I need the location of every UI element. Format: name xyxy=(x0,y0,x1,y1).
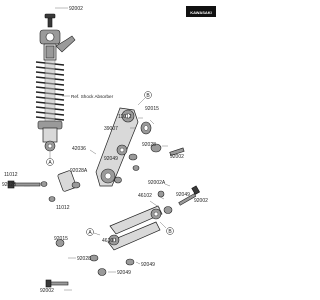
callout-a-upper: A xyxy=(46,151,54,166)
callout-b-lower: B xyxy=(159,221,174,235)
label-seal-a: 92028 xyxy=(142,142,156,148)
diagram-canvas: KAWASAKI A xyxy=(2,6,216,294)
label-collar-left: 92028A xyxy=(70,168,88,174)
tie-rod-plate-upper xyxy=(109,205,163,235)
bottom-bolt xyxy=(49,281,69,286)
shock-lower-body xyxy=(42,127,58,143)
callout-b-upper: B xyxy=(137,91,152,106)
reservoir-hose xyxy=(55,35,76,53)
svg-text:A: A xyxy=(88,230,92,236)
right-seal xyxy=(150,143,162,153)
label-pivot-collar: 42036 xyxy=(72,146,86,152)
label-washer-left: 92028 xyxy=(2,182,16,188)
label-ref-note: Ref. Shock Absorber xyxy=(71,94,114,99)
label-tie-rod-nut: 92002A xyxy=(148,180,166,186)
right-lower-bolts xyxy=(157,185,201,214)
logo-text: KAWASAKI xyxy=(190,10,212,15)
lower-left-components xyxy=(45,239,135,288)
left-collar xyxy=(71,181,81,189)
left-sleeve xyxy=(57,170,77,192)
label-top-bolt: 92002 xyxy=(69,6,83,12)
lower-right-bolt xyxy=(178,193,197,206)
brand-logo: KAWASAKI xyxy=(186,6,216,17)
label-rocker-arm: 39007 xyxy=(104,126,118,132)
svg-text:B: B xyxy=(168,229,172,235)
label-sleeve-left: 11012 xyxy=(4,172,18,178)
label-tie-rod: 46102 xyxy=(138,193,152,199)
right-bolt xyxy=(169,147,185,156)
lower-right-nut xyxy=(163,206,173,214)
label-bolt-right-lower: 92002 xyxy=(194,198,208,204)
tie-rod xyxy=(107,205,163,251)
label-bolt-lower-right: 92049 xyxy=(141,262,155,268)
right-bushings xyxy=(114,121,185,184)
center-seal xyxy=(128,153,138,161)
label-bushing-right: 92002 xyxy=(170,154,184,160)
logo-box xyxy=(186,6,216,17)
label-seal-lower: 92049 xyxy=(117,270,131,276)
left-bolt xyxy=(11,182,41,187)
left-lower-collar xyxy=(48,196,56,202)
leader-lines xyxy=(24,7,171,291)
tie-rod-plate-lower xyxy=(107,221,161,251)
left-washer xyxy=(40,181,48,187)
label-bolt-left-lower: 11012 xyxy=(56,205,70,211)
label-seal-b: 92049 xyxy=(104,156,118,162)
label-collar-right: 92015 xyxy=(145,106,159,112)
exploded-parts-diagram: KAWASAKI A xyxy=(2,6,216,294)
label-washer-lower-left: 92015 xyxy=(54,236,68,242)
label-bolt-bottom: 92002 xyxy=(40,288,54,294)
label-bolt-right: 11012 xyxy=(118,114,132,120)
left-sleeve-group xyxy=(7,170,81,202)
rocker-arm-body xyxy=(95,107,139,187)
center-washer xyxy=(114,176,122,184)
label-collar-lower: 92028 xyxy=(77,256,91,262)
svg-text:A: A xyxy=(48,160,52,166)
svg-text:B: B xyxy=(146,93,150,99)
top-bolt xyxy=(44,13,56,28)
label-rod-link: 46100 xyxy=(102,238,116,244)
shock-absorber xyxy=(35,29,76,152)
rocker-arm xyxy=(95,107,139,187)
part-number-labels: 92002 Ref. Shock Absorber 92015 11012 39… xyxy=(2,6,208,294)
callout-a-lower: A xyxy=(86,228,101,236)
label-nut-right-lower: 92049 xyxy=(176,192,190,198)
